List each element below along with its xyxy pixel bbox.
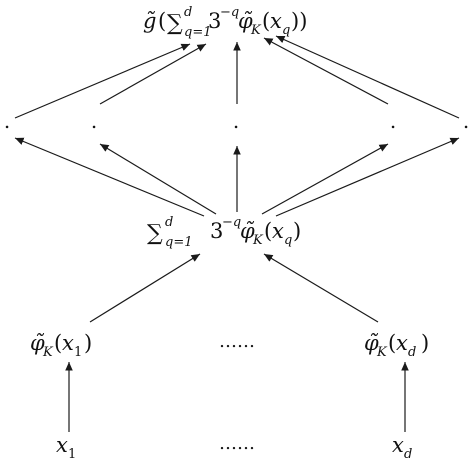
- edge-sum-to-dot-left: [14, 137, 205, 217]
- top-inner-open: (: [262, 9, 270, 33]
- phid-x-sub: d: [408, 345, 416, 360]
- top-close-parens: )): [291, 9, 307, 33]
- edges: [14, 35, 460, 432]
- sum-exponent: −q: [222, 215, 241, 230]
- edge-sum-to-dot-right: [275, 137, 460, 217]
- sum-lower: q=1: [165, 235, 193, 250]
- xd-sub: d: [404, 447, 412, 460]
- sum-upper: d: [165, 215, 173, 230]
- sum-symbol: ∑: [147, 221, 163, 246]
- top-open-paren: (: [158, 9, 166, 33]
- phid-x: x: [396, 331, 408, 355]
- top-phi-sub: K: [250, 23, 262, 38]
- xd-x: x: [392, 433, 404, 457]
- sum-node: ∑ q=1 d 3 −q φ̃ K ( x q ): [147, 215, 301, 250]
- phi1-sub: K: [42, 345, 54, 360]
- phi-d-node: φ̃ K ( x d ): [364, 331, 429, 360]
- phid-sub: K: [376, 345, 388, 360]
- sum-phi-sub: K: [252, 233, 264, 248]
- middle-dots: . . . . .: [4, 109, 469, 133]
- phi1-close: ): [84, 331, 92, 355]
- sum-x: x: [272, 219, 284, 243]
- sum-open: (: [264, 219, 272, 243]
- phi1-x-sub: 1: [74, 345, 82, 360]
- phid-close: ): [421, 331, 429, 355]
- top-sum-lower: q=1: [184, 25, 212, 40]
- dot-center-right: .: [390, 109, 396, 133]
- top-phi-tilde: φ̃: [238, 9, 253, 33]
- phid-phi: φ̃: [364, 331, 379, 355]
- top-sum-upper: d: [184, 5, 192, 20]
- dot-center-left: .: [91, 109, 97, 133]
- input-xd: x d: [392, 433, 412, 460]
- sum-phi-tilde: φ̃: [240, 219, 255, 243]
- sum-close: ): [293, 219, 301, 243]
- edge-dot-left-to-top: [14, 43, 191, 119]
- edge-phi1-to-sum: [89, 253, 201, 323]
- edge-dot-cright-to-top: [263, 37, 389, 105]
- dot-left: .: [4, 109, 10, 133]
- top-exponent: −q: [220, 5, 239, 20]
- phi1-open: (: [54, 331, 62, 355]
- x1-sub: 1: [68, 447, 76, 460]
- top-sum-symbol: ∑: [167, 11, 183, 36]
- dot-center: .: [233, 109, 239, 133]
- edge-sum-to-dot-cleft: [99, 143, 217, 215]
- input-x1: x 1: [56, 433, 76, 460]
- top-g-tilde: g̃: [143, 9, 156, 33]
- top-three: 3: [208, 9, 221, 33]
- edge-sum-to-dot-cright: [261, 143, 389, 215]
- top-x: x: [270, 9, 282, 33]
- x1-x: x: [56, 433, 68, 457]
- phi-1-node: φ̃ K ( x 1 ): [30, 331, 92, 360]
- edge-dot-right-to-top: [275, 35, 460, 119]
- edge-phid-to-sum: [263, 253, 379, 323]
- top-x-sub: q: [282, 23, 290, 38]
- phi1-phi: φ̃: [30, 331, 45, 355]
- phi-ellipsis: ……: [219, 331, 255, 352]
- edge-dot-cleft-to-top: [99, 43, 207, 105]
- phi1-x: x: [62, 331, 74, 355]
- x-ellipsis: ……: [219, 433, 255, 454]
- sum-x-sub: q: [284, 233, 292, 248]
- top-node: g̃ ( ∑ q=1 d 3 −q φ̃ K ( x q )): [143, 5, 307, 40]
- sum-three: 3: [210, 219, 223, 243]
- phid-open: (: [388, 331, 396, 355]
- dot-right: .: [463, 109, 469, 133]
